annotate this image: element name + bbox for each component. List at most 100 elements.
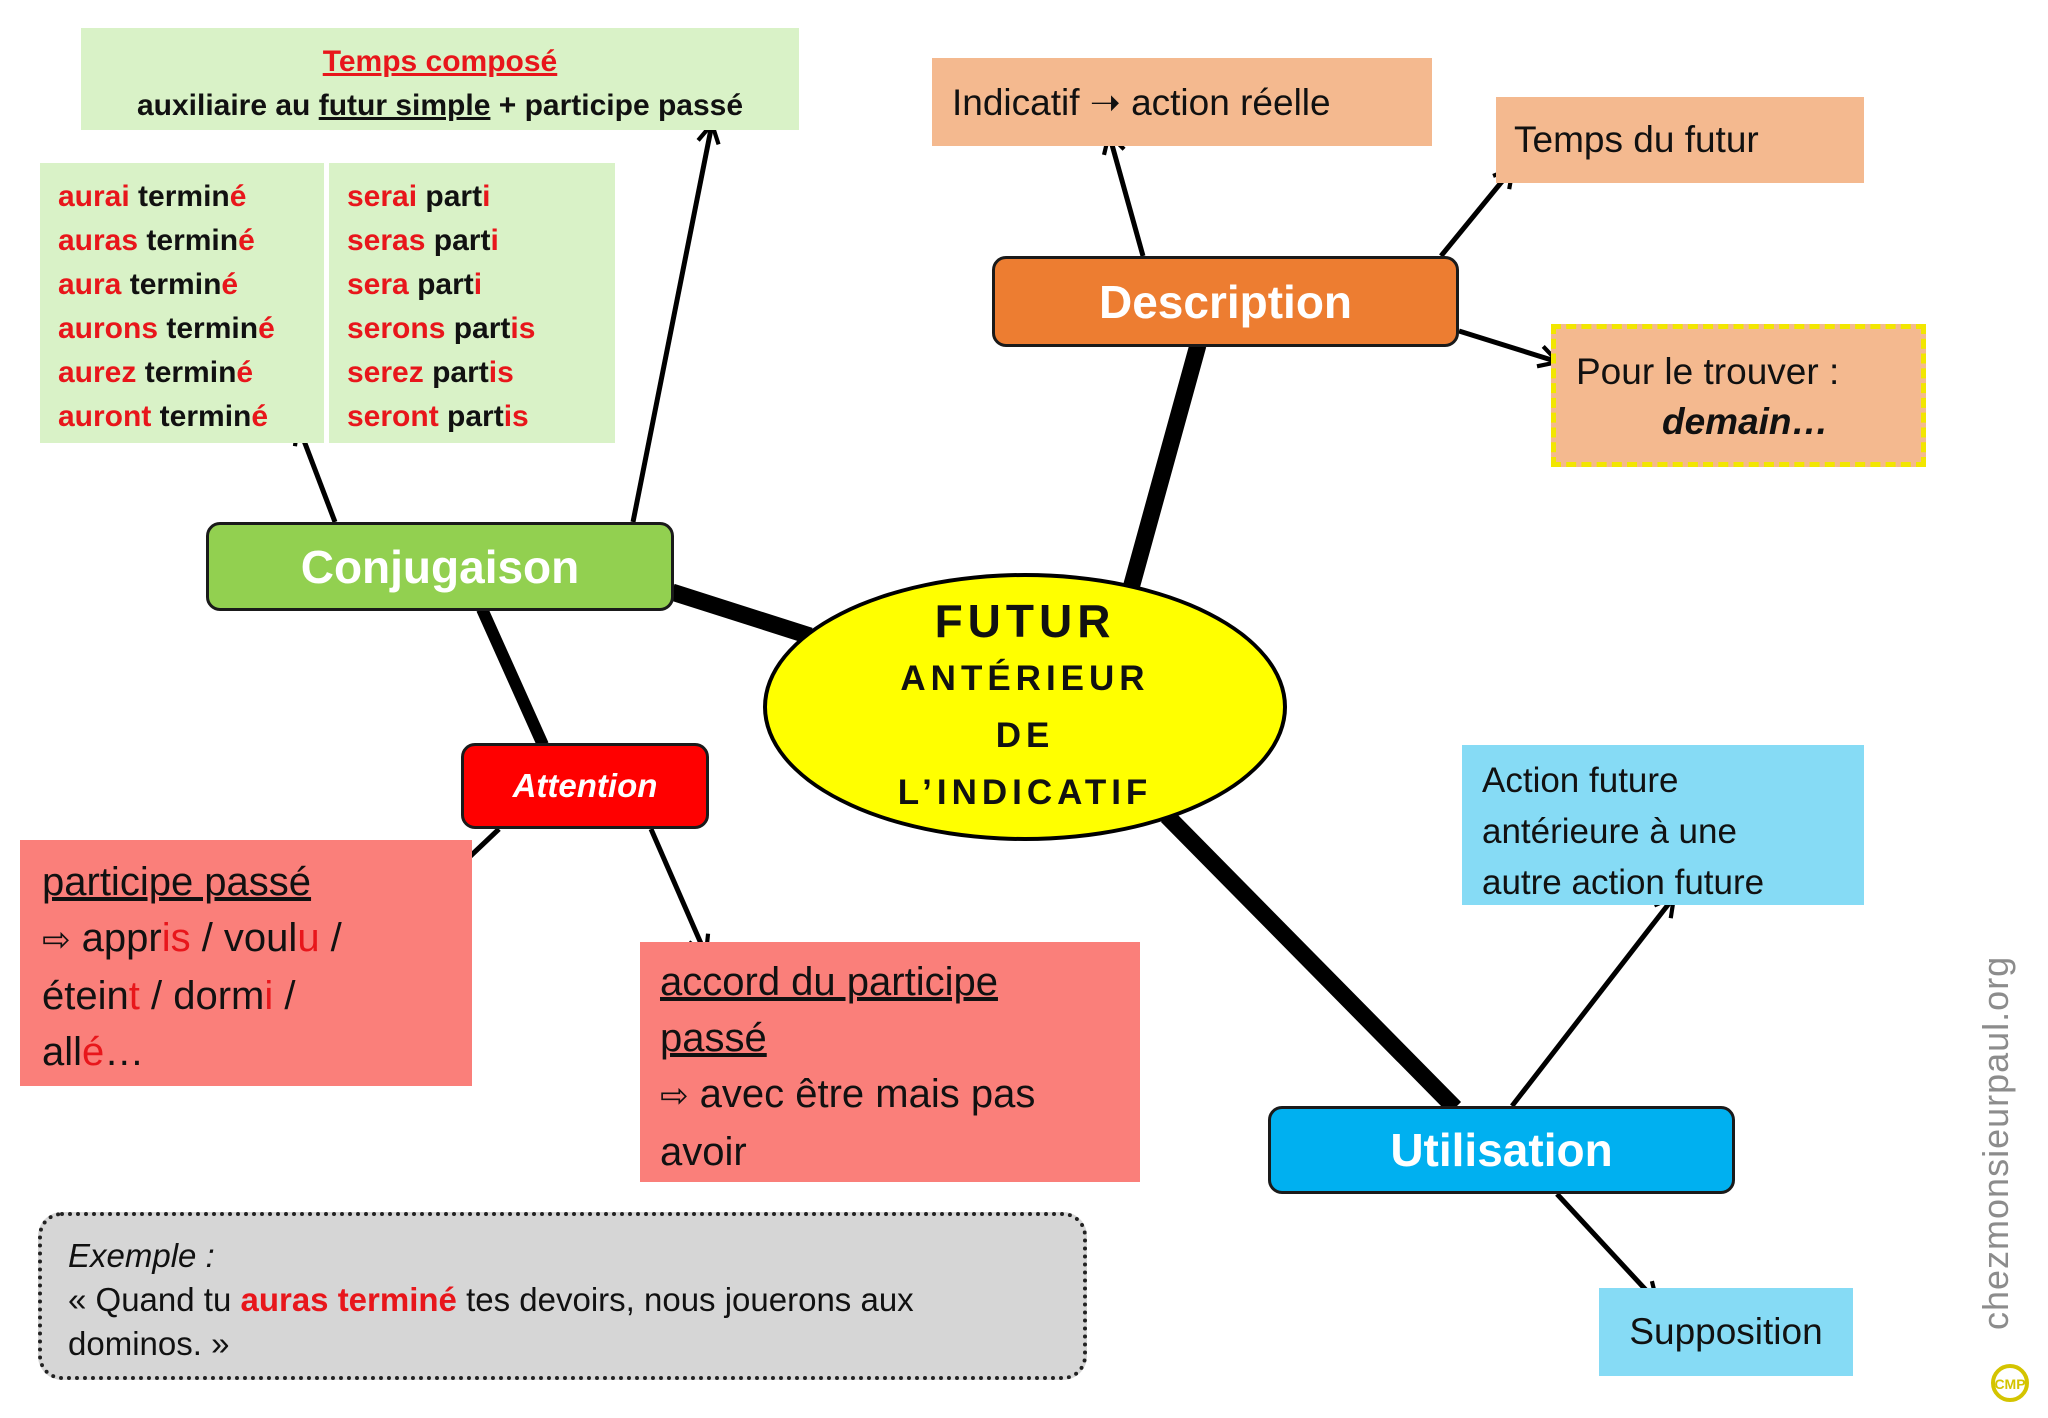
conj-aux: serez xyxy=(347,356,424,389)
pp-ending: is xyxy=(161,916,191,960)
conjugaison-header: Conjugaison xyxy=(206,522,674,611)
formula-futur-simple: futur simple xyxy=(318,89,491,122)
conj-participle: part xyxy=(417,180,483,213)
arrow-to-trouver xyxy=(1458,328,1558,362)
central-topic: FUTUR ANTÉRIEUR DE L’INDICATIF xyxy=(763,573,1287,841)
conj-row: aurai terminé xyxy=(58,175,324,219)
accord-box: accord du participe passé ⇨ avec être ma… xyxy=(640,942,1140,1182)
cmp-logo-icon: CMP xyxy=(1991,1364,2029,1402)
example-label: Exemple : xyxy=(68,1237,215,1274)
arrow-to-supposition xyxy=(1555,1192,1657,1302)
conj-participle: part xyxy=(438,400,504,433)
formula-part-2: + participe passé xyxy=(490,89,744,122)
temps-compose-box: Temps composé auxiliaire au futur simple… xyxy=(81,28,799,130)
conj-row: aurons terminé xyxy=(58,307,324,351)
conjugation-partir: serai parti seras parti sera parti seron… xyxy=(329,163,615,443)
conj-aux: seras xyxy=(347,224,426,257)
branch-conjugaison xyxy=(669,583,813,645)
branch-description xyxy=(1122,342,1207,591)
conj-aux: seront xyxy=(347,400,439,433)
conjugation-terminer: aurai terminé auras terminé aura terminé… xyxy=(40,163,324,443)
participe-passe-examples-3: allé… xyxy=(42,1024,472,1080)
conj-row: sera parti xyxy=(347,263,615,307)
conj-ending: é xyxy=(251,400,269,433)
svg-text:CMP: CMP xyxy=(1994,1376,2025,1392)
central-title-line-1: FUTUR xyxy=(934,595,1116,647)
trouver-example: demain… xyxy=(1662,401,1829,442)
arrow-right-icon: ⇨ xyxy=(42,921,71,959)
pp-stem: voul xyxy=(223,916,298,960)
temps-futur-box: Temps du futur xyxy=(1496,97,1864,183)
conj-aux: auront xyxy=(58,400,152,433)
watermark-text: chezmonsieurpaul.org xyxy=(1975,955,2016,1330)
pp-sep: … xyxy=(104,1030,145,1074)
conj-ending: é xyxy=(221,268,239,301)
conj-aux: serons xyxy=(347,312,446,345)
arrow-to-accord xyxy=(648,827,706,955)
conj-row: serai parti xyxy=(347,175,615,219)
utilisation-header: Utilisation xyxy=(1268,1106,1735,1194)
branch-attention xyxy=(476,606,549,748)
trouver-box: Pour le trouver : demain… xyxy=(1551,324,1926,467)
pp-sep: / xyxy=(139,974,174,1018)
conj-row: auras terminé xyxy=(58,219,324,263)
central-title-line-2: ANTÉRIEUR xyxy=(900,659,1150,698)
accord-text: avec être mais pas xyxy=(688,1072,1036,1116)
action-future-line: antérieure à une xyxy=(1482,812,1737,851)
conj-participle: part xyxy=(408,268,474,301)
action-future-line: autre action future xyxy=(1482,863,1765,902)
conj-ending: i xyxy=(490,224,499,257)
conj-row: auront terminé xyxy=(58,395,324,439)
conj-participle: termin xyxy=(129,180,230,213)
conj-aux: aura xyxy=(58,268,122,301)
pp-stem: dorm xyxy=(173,974,265,1018)
pp-stem: étein xyxy=(42,974,129,1018)
pp-sep: / xyxy=(190,916,224,960)
participe-passe-examples-2: éteint / dormi / xyxy=(42,968,472,1024)
arrow-to-temps-compose xyxy=(630,124,712,523)
conj-ending: é xyxy=(236,356,254,389)
conj-participle: part xyxy=(425,224,491,257)
conj-participle: termin xyxy=(136,356,237,389)
temps-compose-title: Temps composé xyxy=(322,45,558,78)
description-header: Description xyxy=(992,256,1459,347)
central-title-line-4: L’INDICATIF xyxy=(897,773,1153,812)
participe-passe-examples-1: ⇨ appris / voulu / xyxy=(42,910,472,968)
conj-ending: is xyxy=(510,312,536,345)
temps-compose-formula: auxiliaire au futur simple + participe p… xyxy=(81,84,799,128)
conj-row: aurez terminé xyxy=(58,351,324,395)
branch-utilisation xyxy=(1160,810,1462,1114)
conj-aux: aurons xyxy=(58,312,159,345)
accord-text-line-1: ⇨ avec être mais pas xyxy=(660,1066,1140,1124)
conj-ending: i xyxy=(482,180,491,213)
conj-ending: is xyxy=(503,400,529,433)
accord-text-line-2: avoir xyxy=(660,1130,747,1174)
conj-ending: é xyxy=(238,224,255,257)
pp-ending: é xyxy=(82,1030,105,1074)
central-title-line-3: DE xyxy=(995,716,1055,755)
conj-ending: i xyxy=(473,268,483,301)
conj-row: seront partis xyxy=(347,395,615,439)
conj-ending: é xyxy=(258,312,275,345)
conj-participle: termin xyxy=(151,400,252,433)
conj-aux: aurez xyxy=(58,356,137,389)
conj-aux: aurai xyxy=(58,180,130,213)
trouver-label: Pour le trouver : xyxy=(1576,351,1840,392)
conj-participle: part xyxy=(445,312,511,345)
conj-row: aura terminé xyxy=(58,263,324,307)
example-post: tes devoirs, nous jouerons aux xyxy=(456,1281,914,1318)
example-sentence-end: dominos. » xyxy=(68,1325,230,1362)
conj-aux: serai xyxy=(347,180,418,213)
conj-aux: sera xyxy=(347,268,409,301)
arrow-to-action-future xyxy=(1510,897,1674,1108)
conj-row: seras parti xyxy=(347,219,615,263)
pp-sep: / xyxy=(319,916,342,960)
participe-passe-title: participe passé xyxy=(42,860,312,904)
conj-aux: auras xyxy=(58,224,139,257)
example-sentence: « Quand tu auras terminé tes devoirs, no… xyxy=(68,1278,1083,1322)
pp-ending: u xyxy=(297,916,320,960)
accord-title-line-1: accord du participe xyxy=(660,960,998,1004)
action-future-box: Action future antérieure à une autre act… xyxy=(1462,745,1864,905)
conj-participle: part xyxy=(423,356,489,389)
conj-participle: termin xyxy=(158,312,259,345)
